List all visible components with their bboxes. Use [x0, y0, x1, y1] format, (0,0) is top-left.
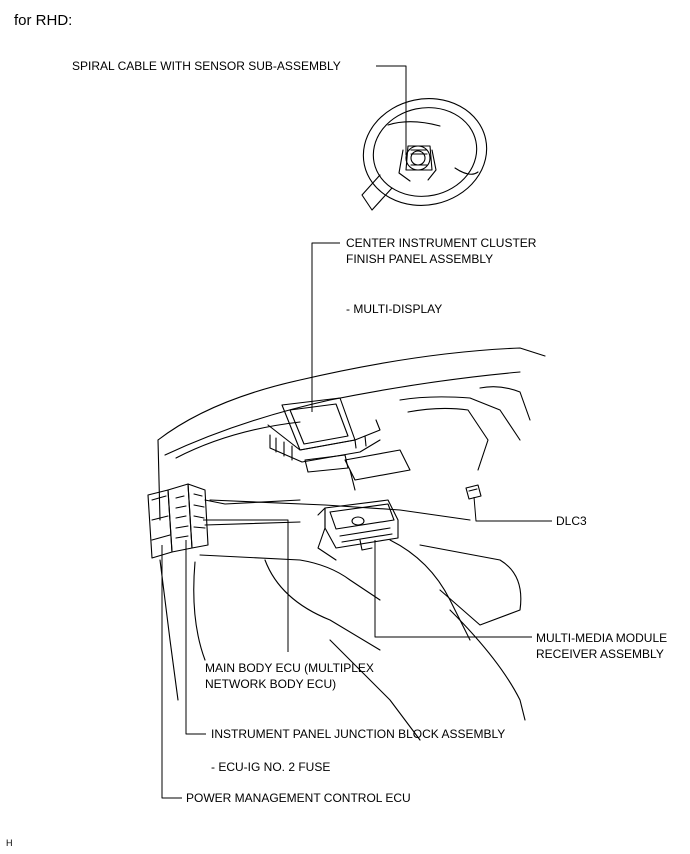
label-center-cluster-line1: CENTER INSTRUMENT CLUSTER: [346, 236, 537, 250]
leader-dlc3: [473, 496, 552, 522]
leader-main-body: [203, 519, 289, 652]
label-main-body-line2: NETWORK BODY ECU): [205, 677, 337, 691]
main-body-ecu-illustration: [187, 483, 301, 549]
leader-spiral-cable: [376, 65, 407, 155]
spiral-cable-sensor-illustration: [405, 145, 433, 171]
label-multimedia-line2: RECEIVER ASSEMBLY: [536, 647, 664, 661]
label-power-mgmt: POWER MANAGEMENT CONTROL ECU: [186, 791, 411, 805]
label-main-body-line1: MAIN BODY ECU (MULTIPLEX: [205, 661, 374, 675]
label-multimedia-line1: MULTI-MEDIA MODULE: [536, 631, 668, 645]
steering-wheel-illustration: [361, 98, 488, 211]
page-heading: for RHD:: [14, 12, 73, 29]
label-dlc3: DLC3: [556, 514, 587, 528]
label-ecu-ig-fuse: - ECU-IG NO. 2 FUSE: [211, 760, 331, 774]
leader-multimedia: [374, 540, 532, 638]
label-multi-display: - MULTI-DISPLAY: [346, 302, 443, 316]
leader-junction-block: [185, 540, 206, 735]
leader-center-cluster: [311, 242, 340, 412]
leader-power-mgmt: [161, 545, 182, 799]
dashboard-illustration: [157, 347, 546, 741]
label-junction-block: INSTRUMENT PANEL JUNCTION BLOCK ASSEMBLY: [211, 727, 506, 741]
label-spiral-cable: SPIRAL CABLE WITH SENSOR SUB-ASSEMBLY: [72, 59, 341, 73]
multimedia-receiver-illustration: [317, 499, 399, 561]
multi-display-illustration: [267, 397, 381, 463]
corner-mark: H: [6, 838, 13, 848]
dlc3-connector-illustration: [465, 484, 482, 500]
label-center-cluster-line2: FINISH PANEL ASSEMBLY: [346, 252, 494, 266]
